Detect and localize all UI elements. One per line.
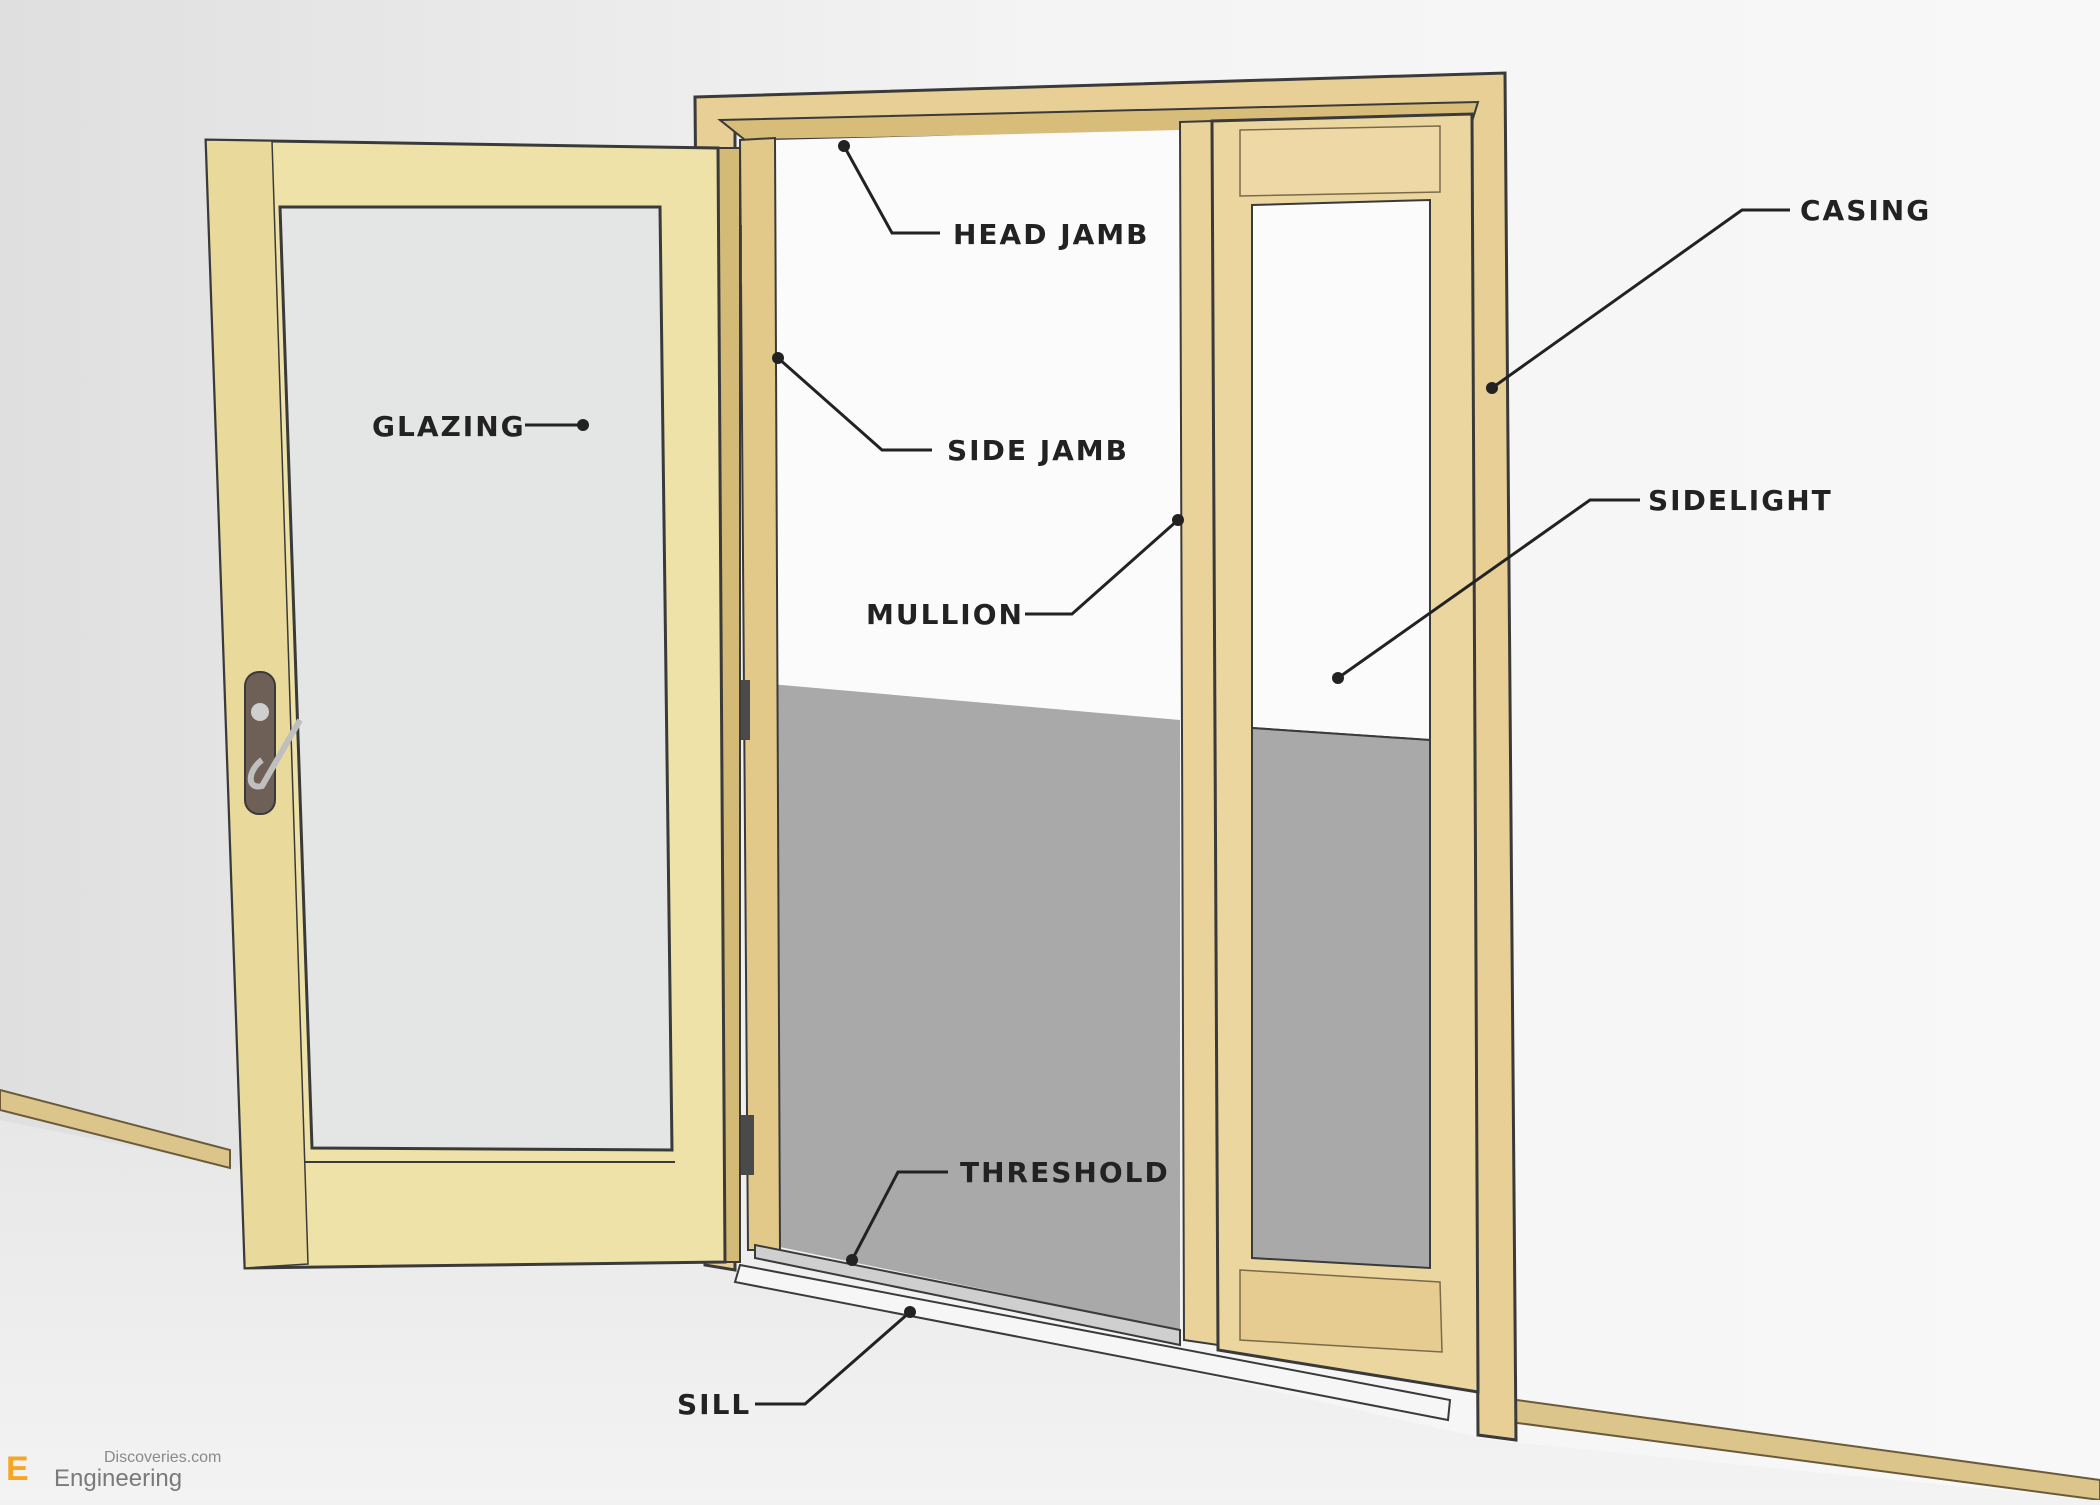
sidelight-bottom-panel: [1239, 1269, 1443, 1353]
watermark-line2: Engineering: [54, 1465, 182, 1492]
mullion-leader: [1025, 518, 1179, 616]
glazing-label: GLAZING: [372, 410, 526, 443]
sill-dot: [904, 1306, 916, 1318]
hinge-bottom: [740, 1115, 754, 1175]
threshold-leader: [850, 1170, 948, 1261]
leader-lines: [525, 145, 1790, 1406]
casing-label: CASING: [1800, 194, 1931, 227]
side-jamb-label: SIDE JAMB: [947, 434, 1129, 467]
head-jamb-leader: [842, 145, 940, 235]
threshold-dot: [846, 1254, 858, 1266]
floor: [0, 1120, 2100, 1500]
sidelight-top-panel: [1239, 125, 1441, 197]
sidelight-glass-sky: [1251, 198, 1431, 742]
mullion-dot: [1172, 514, 1184, 526]
mullion-label: MULLION: [866, 598, 1024, 631]
door-handle: [247, 718, 303, 790]
baseboard-left: [0, 1088, 231, 1170]
opening-exterior-floor: [770, 684, 1180, 1330]
threshold: [754, 1243, 1181, 1347]
watermark-logo: E: [6, 1450, 29, 1488]
casing-dot: [1486, 382, 1498, 394]
glazing-dot: [577, 419, 589, 431]
casing-leader: [1491, 208, 1790, 390]
sidelight-label: SIDELIGHT: [1648, 484, 1833, 517]
sidelight-leader: [1337, 498, 1640, 680]
sill-leader: [755, 1310, 911, 1406]
side-jamb-dot: [772, 352, 784, 364]
door-lock-cylinder: [251, 703, 269, 721]
head-jamb-label: HEAD JAMB: [953, 218, 1150, 251]
watermark: E Discoveries.com Engineering: [6, 1449, 221, 1492]
sidelight-dot: [1332, 672, 1344, 684]
side-jamb-leader: [777, 356, 932, 452]
sidelight-glass-floor: [1251, 726, 1431, 1270]
threshold-label: THRESHOLD: [960, 1156, 1170, 1189]
head-jamb-dot: [838, 140, 850, 152]
watermark-line1: Discoveries.com: [104, 1449, 221, 1466]
door-glazing: [278, 205, 674, 1152]
sill-label: SILL: [677, 1388, 751, 1421]
door-lock-plate: [244, 671, 276, 815]
sill: [733, 1263, 1452, 1422]
leader-dots: [577, 140, 1498, 1318]
opening-exterior-sky: [770, 130, 1180, 720]
